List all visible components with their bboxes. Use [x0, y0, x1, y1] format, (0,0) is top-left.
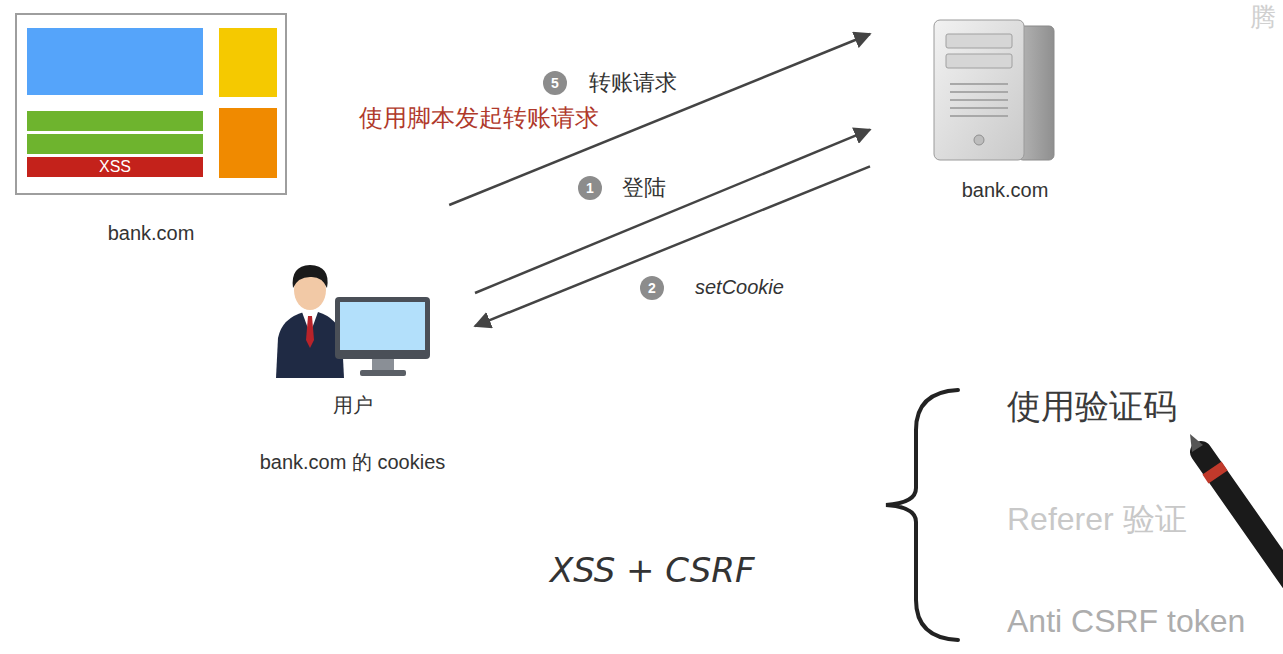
- server-vents: [950, 84, 1008, 116]
- defense-item: Anti CSRF token: [1005, 602, 1247, 640]
- connector-arrow: [475, 130, 870, 293]
- browser-frame: [16, 14, 286, 194]
- server-bay: [946, 34, 1012, 48]
- server-bay: [946, 54, 1012, 68]
- pen-band: [1212, 468, 1218, 477]
- browser-window: bank.com XSS: [15, 13, 287, 245]
- xss-bar: XSS: [27, 157, 203, 177]
- pen-tip: [1190, 434, 1203, 452]
- node-label: 用户: [333, 393, 373, 417]
- monitor-screen: [340, 302, 425, 350]
- monitor-base: [360, 370, 406, 376]
- edge-label: setCookie: [693, 275, 786, 299]
- node-label: bank.com: [962, 178, 1049, 202]
- node-note: bank.com 的 cookies: [260, 450, 446, 474]
- edge-label: 转账请求: [587, 70, 679, 96]
- callout-number: 2: [640, 276, 664, 300]
- heading-note: XSS + CSRF: [548, 550, 756, 591]
- callout-number: 5: [543, 71, 567, 95]
- server-front: [934, 20, 1024, 160]
- page-block: [27, 134, 203, 154]
- pen-body: [1201, 452, 1283, 582]
- page-block: [219, 28, 277, 97]
- page-block: [219, 108, 277, 178]
- brace: [886, 390, 958, 640]
- user: 用户 bank.com 的 cookies: [230, 205, 475, 480]
- monitor-stand: [372, 359, 394, 371]
- note: 使用脚本发起转账请求: [357, 104, 601, 133]
- page-block: [27, 111, 203, 131]
- server-button: [974, 135, 984, 145]
- callout-number: 1: [578, 176, 602, 200]
- monitor: [335, 297, 430, 359]
- edge-label: 登陆: [620, 175, 668, 201]
- defense-item: 使用验证码: [1005, 386, 1179, 427]
- user-body: [276, 312, 344, 378]
- connector-arrow: [475, 166, 870, 326]
- page-block: [27, 28, 203, 95]
- node-label: XSS: [99, 157, 131, 176]
- watermark: 腾: [1248, 2, 1278, 33]
- defense-item: Referer 验证: [1005, 500, 1189, 538]
- node-label: bank.com: [108, 221, 195, 245]
- user-hair: [293, 265, 328, 288]
- server: bank.com: [870, 15, 1140, 205]
- user-tie: [306, 316, 314, 348]
